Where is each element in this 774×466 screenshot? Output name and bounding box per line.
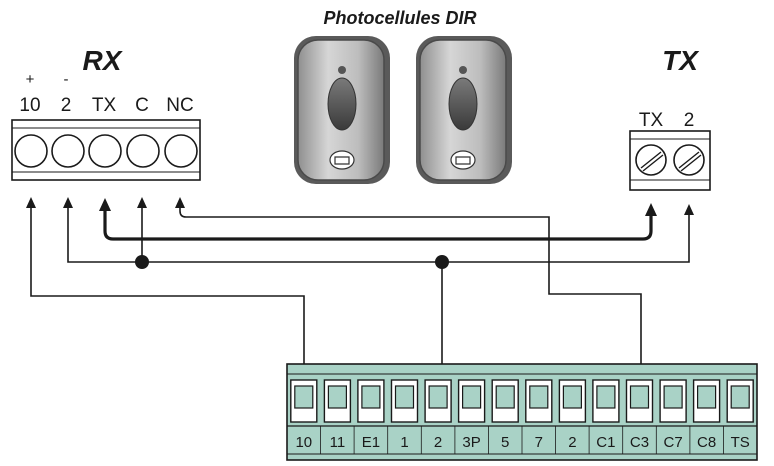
board-terminal-label: 10 (295, 434, 312, 451)
board-terminal-11: C3 (625, 379, 657, 454)
rx-terminal-block (11, 119, 201, 181)
board-terminal-8: 7 (525, 379, 556, 454)
board-terminal-label: TS (731, 434, 750, 451)
tx-terminal-label-tx: TX (639, 110, 664, 131)
board-terminal-10: C1 (592, 379, 624, 454)
rx-terminal-label-2: 2 (61, 95, 72, 116)
board-terminal-6: 3P (457, 379, 489, 454)
board-terminal-label: 5 (501, 434, 509, 451)
board-terminal-7: 5 (491, 379, 523, 454)
board-terminal-label: E1 (362, 434, 380, 451)
board-terminal-label: C3 (630, 434, 649, 451)
board-terminal-label: 2 (568, 434, 576, 451)
photocell-device-left (294, 36, 390, 184)
board-terminal-1: 10 (290, 379, 322, 454)
wire-rxnc-to-boardc3 (179, 202, 642, 382)
board-terminal-label: C7 (664, 434, 683, 451)
rx-terminal-label-10: 10 (19, 95, 40, 116)
diagram-title: Photocellules DIR (323, 8, 476, 28)
board-terminal-label: 2 (434, 434, 442, 451)
board-terminal-cells: 10 11 E1 1 2 3P 5 7 2 C1 C3 C7 C8 TS (290, 379, 754, 454)
rx-label: RX (83, 45, 124, 76)
board-terminal-4: 1 (390, 379, 422, 454)
board-terminal-12: C7 (659, 379, 691, 454)
board-terminal-label: 3P (462, 434, 480, 451)
rx-terminal-label-nc: NC (166, 95, 193, 116)
board-terminal-label: C8 (697, 434, 716, 451)
board-terminal-5: 2 (424, 379, 456, 454)
tx-terminal-block (629, 130, 711, 191)
board-terminal-3: E1 (357, 379, 389, 454)
board-terminal-label: 7 (535, 434, 543, 451)
wiring (26, 197, 694, 388)
board-terminal-13: C8 (692, 379, 724, 454)
wire-rx10-to-board10 (30, 202, 305, 382)
rx-sign-minus: - (64, 71, 69, 88)
tx-terminal-label-2: 2 (684, 110, 695, 131)
wire-rx2-to-tx2 (67, 202, 690, 263)
board-terminal-14: TS (726, 379, 754, 451)
rx-terminal-label-tx: TX (92, 95, 117, 116)
rx-terminal-label-c: C (135, 95, 149, 116)
photocell-device-right (416, 36, 512, 184)
rx-sign-plus: + (26, 71, 35, 88)
board-terminal-label: 1 (400, 434, 408, 451)
tx-label: TX (662, 45, 700, 76)
wire-rxtx-to-txtx (103, 210, 653, 241)
board-terminal-2: 11 (323, 379, 355, 454)
board-terminal-label: 11 (330, 434, 346, 451)
board-terminal-label: C1 (596, 434, 615, 451)
control-board-terminal-strip: 10 11 E1 1 2 3P 5 7 2 C1 C3 C7 C8 TS (286, 363, 758, 461)
junction-dot-right (435, 255, 449, 269)
board-terminal-9: 2 (558, 379, 590, 454)
